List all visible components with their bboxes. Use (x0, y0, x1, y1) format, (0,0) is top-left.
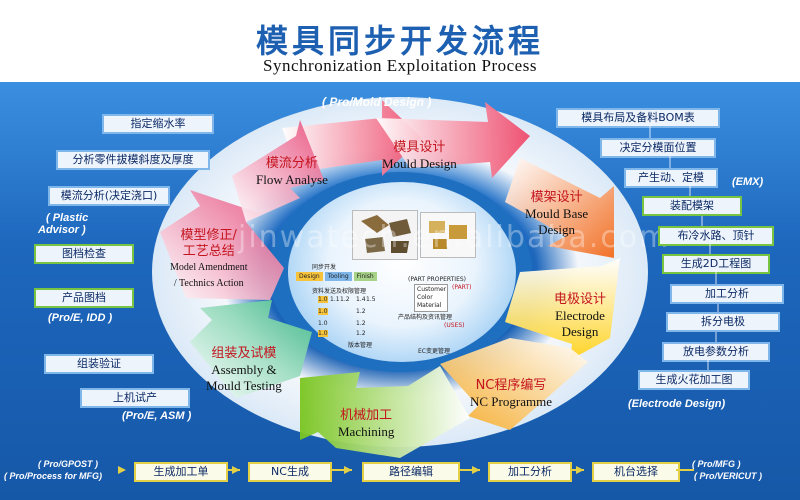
note-pro-vericut: ( Pro/VERICUT ) (694, 471, 763, 481)
stage-flow-analyse: 模流分析 Flow Analyse (256, 156, 328, 187)
box-assembly-verify: 组装验证 (44, 354, 154, 374)
stage-model-amendment: 模型修正/ 工艺总结 Model Amendment / Technics Ac… (170, 228, 248, 289)
uses-tag: (USES) (444, 322, 465, 329)
stage-electrode: 电极设计 Electrode Design (554, 292, 607, 339)
arrow-flow-analyse (232, 120, 324, 222)
note-advisor: Advisor ) (38, 224, 86, 236)
product-structure-label: 产品结构及资讯管理 (398, 314, 453, 321)
arrow-mould-base (505, 158, 614, 258)
pro-mold-design-note: ( Pro/Mold Design ) (322, 95, 432, 109)
mould-image (352, 210, 418, 260)
ec-change-label: EC变更管理 (418, 348, 450, 355)
bottom-nc-generate: NC生成 (248, 462, 332, 482)
part-properties-label: (PART PROPERTIES) (408, 276, 467, 283)
part-tag: (PART) (452, 284, 472, 291)
part-image (420, 212, 476, 258)
box-drawing-check: 图档检查 (34, 244, 134, 264)
box-spark-drawing: 生成火花加工图 (638, 370, 750, 390)
box-product-drawing: 产品图档 (34, 288, 134, 308)
bottom-machine-select: 机台选择 (592, 462, 680, 482)
bottom-process-analysis: 加工分析 (488, 462, 572, 482)
box-trial-production: 上机试产 (80, 388, 190, 408)
tab-finish: Finish (353, 272, 377, 281)
box-assemble-frame: 装配模架 (642, 196, 742, 216)
note-pro-gpost: ( Pro/GPOST ) (38, 459, 99, 469)
center-tabs: Design Tooling Finish (296, 272, 377, 281)
stage-mould-design: 模具设计 Mould Design (382, 140, 457, 171)
right-connectors (649, 126, 719, 370)
note-idd: (Pro/E, IDD ) (48, 312, 113, 324)
box-flow-gate: 模流分析(决定浇口) (48, 186, 170, 206)
note-emx: (EMX) (732, 176, 764, 188)
box-cooling-ejector: 布冷水路、顶针 (658, 226, 774, 246)
stage-machining: 机械加工 Machining (338, 408, 395, 439)
note-plastic: ( Plastic (46, 212, 89, 224)
properties-box: Customer Color Material (414, 284, 448, 312)
arrow-nc (440, 338, 588, 430)
note-asm: (Pro/E, ASM ) (122, 410, 192, 422)
box-machining-analysis: 加工分析 (670, 284, 784, 304)
arrow-assembly (190, 300, 312, 398)
box-shrink-rate: 指定缩水率 (102, 114, 214, 134)
page-title: 模具同步开发流程 (255, 22, 544, 60)
sync-label: 同步开发 (312, 264, 337, 271)
note-electrode-design: (Electrode Design) (628, 398, 726, 410)
bottom-arrows (118, 466, 694, 474)
bottom-process-sheet: 生成加工单 (134, 462, 228, 482)
box-split-electrode: 拆分电极 (666, 312, 780, 332)
arrow-mould-design (376, 102, 530, 178)
bottom-arrow-5 (118, 466, 126, 474)
box-layout-bom: 模具布局及备料BOM表 (556, 108, 720, 128)
note-pro-process: ( Pro/Process for MFG) (4, 471, 103, 481)
version-grid: 1.0 1.1 1.2 1.4 1.5 1.0 1.2 1.0 1.2 1.0 … (318, 296, 376, 337)
arrow-electrode (505, 258, 620, 360)
stage-assembly: 组装及试模 Assembly & Mould Testing (206, 346, 282, 393)
arrow-machining (300, 366, 470, 458)
stage-mould-base: 模架设计 Mould Base Design (525, 190, 589, 237)
stage-nc: NC程序编写 NC Programme (470, 378, 552, 409)
box-parting-surface: 决定分模面位置 (600, 138, 716, 158)
bottom-path-edit: 路径编辑 (362, 462, 460, 482)
tab-design: Design (296, 272, 323, 281)
box-discharge-params: 放电参数分析 (662, 342, 770, 362)
note-pro-mfg: ( Pro/MFG ) (692, 459, 741, 469)
watermark: jinwatech.en.alibaba.com (238, 220, 671, 255)
data-permission-label: 资料发送及权限管理 (312, 288, 367, 295)
box-core-cavity: 产生动、定模 (624, 168, 718, 188)
header (0, 0, 800, 82)
box-draft-analysis: 分析零件拔模斜度及厚度 (56, 150, 210, 170)
version-label: 版本管理 (348, 342, 373, 349)
page-subtitle: Synchronization Exploitation Process (263, 56, 537, 75)
tab-tooling: Tooling (324, 272, 352, 281)
